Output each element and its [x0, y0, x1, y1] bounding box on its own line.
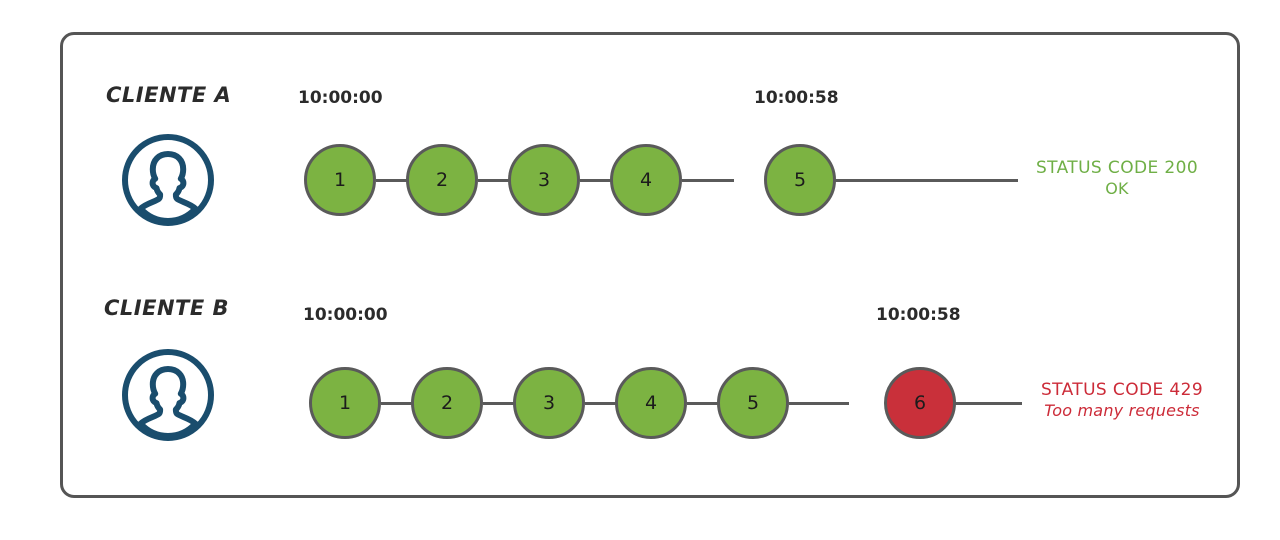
connector-b-4: [687, 402, 739, 405]
request-node[interactable]: 3: [513, 367, 585, 439]
timestamp-start-a: 10:00:00: [298, 88, 383, 108]
status-message-a: OK: [1105, 178, 1129, 198]
status-code-b: STATUS CODE 429: [1040, 380, 1204, 400]
timestamp-start-b: 10:00:00: [303, 305, 388, 325]
client-label-b: CLIENTE B: [104, 296, 230, 320]
connector-b-3: [585, 402, 637, 405]
client-label-a: CLIENTE A: [106, 83, 232, 107]
user-avatar-icon: [120, 347, 216, 443]
request-node-label: 2: [435, 169, 449, 191]
request-node[interactable]: 5: [764, 144, 836, 216]
request-node[interactable]: 1: [304, 144, 376, 216]
connector-b-2: [483, 402, 535, 405]
status-badge-a: STATUS CODE 200 OK: [1022, 158, 1212, 198]
request-node[interactable]: 4: [610, 144, 682, 216]
request-node-label: 1: [333, 169, 347, 191]
request-node[interactable]: 4: [615, 367, 687, 439]
connector-b-5: [789, 402, 849, 405]
request-node-blocked[interactable]: 6: [884, 367, 956, 439]
request-node[interactable]: 3: [508, 144, 580, 216]
request-node-label: 2: [440, 392, 454, 414]
request-node-label: 4: [639, 169, 653, 191]
status-message-b: Too many requests: [1044, 400, 1200, 420]
request-node-label: 4: [644, 392, 658, 414]
request-node-label: 1: [338, 392, 352, 414]
connector-a-3: [580, 179, 632, 182]
status-badge-b: STATUS CODE 429 Too many requests: [1022, 380, 1222, 420]
timestamp-end-a: 10:00:58: [754, 88, 839, 108]
connector-a-1: [376, 179, 428, 182]
request-node[interactable]: 1: [309, 367, 381, 439]
request-node[interactable]: 2: [406, 144, 478, 216]
connector-a-2: [478, 179, 530, 182]
connector-a-4: [682, 179, 734, 182]
connector-b-tail: [920, 402, 1022, 405]
request-node-label: 3: [537, 169, 551, 191]
request-node-label: 6: [913, 392, 927, 414]
request-node-label: 3: [542, 392, 556, 414]
request-node[interactable]: 5: [717, 367, 789, 439]
request-node-label: 5: [793, 169, 807, 191]
status-code-a: STATUS CODE 200: [1035, 158, 1199, 178]
user-avatar-icon: [120, 132, 216, 228]
connector-a-tail: [800, 179, 1018, 182]
timestamp-end-b: 10:00:58: [876, 305, 961, 325]
request-node[interactable]: 2: [411, 367, 483, 439]
connector-b-1: [381, 402, 433, 405]
request-node-label: 5: [746, 392, 760, 414]
